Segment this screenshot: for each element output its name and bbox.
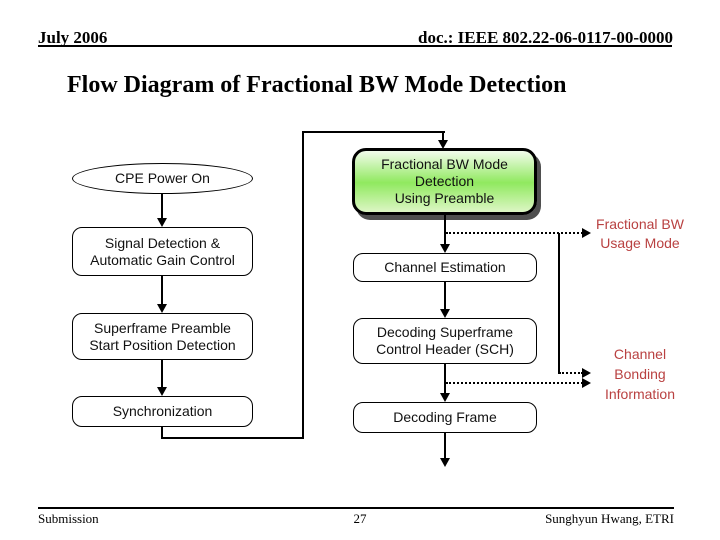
arrow-channel-est-to-sch bbox=[444, 282, 446, 310]
connector-usage-to-bonding bbox=[558, 233, 560, 374]
arrowhead-down-icon bbox=[157, 218, 167, 227]
arrow-decoding-frame-out bbox=[444, 433, 446, 459]
node-fractional-bw-mode-detection: Fractional BW Mode Detection Using Pream… bbox=[352, 148, 537, 215]
arrow-sch-to-decoding-frame bbox=[444, 364, 446, 394]
header-doc-number: doc.: IEEE 802.22-06-0117-00-0000 bbox=[418, 28, 673, 47]
dotted-arrow-bonding-1 bbox=[559, 372, 583, 374]
arrow-superframe-to-sync bbox=[161, 360, 163, 389]
footer-rule bbox=[38, 507, 674, 509]
node-signal-detection-agc: Signal Detection & Automatic Gain Contro… bbox=[72, 227, 253, 276]
arrowhead-down-icon bbox=[438, 140, 448, 149]
arrowhead-down-icon bbox=[440, 458, 450, 467]
label-channel-bonding-information: Channel Bonding Information bbox=[604, 346, 676, 402]
arrowhead-down-icon bbox=[440, 393, 450, 402]
dotted-arrow-usage-mode bbox=[446, 232, 583, 234]
feedback-line-down bbox=[161, 426, 163, 439]
node-decoding-sch: Decoding Superframe Control Header (SCH) bbox=[353, 318, 537, 364]
node-cpe-power-on: CPE Power On bbox=[72, 163, 253, 194]
node-channel-estimation: Channel Estimation bbox=[353, 253, 537, 282]
node-decoding-frame: Decoding Frame bbox=[353, 402, 537, 433]
header-date: July 2006 bbox=[38, 28, 108, 47]
arrowhead-down-icon bbox=[157, 304, 167, 313]
arrow-fbw-to-channel-est bbox=[444, 215, 446, 245]
footer-submission: Submission bbox=[38, 511, 99, 526]
feedback-line-top bbox=[302, 131, 445, 133]
arrow-signal-to-superframe bbox=[161, 276, 163, 306]
arrowhead-down-icon bbox=[440, 309, 450, 318]
node-synchronization: Synchronization bbox=[72, 396, 253, 427]
page-title: Flow Diagram of Fractional BW Mode Detec… bbox=[67, 72, 567, 98]
arrowhead-right-icon bbox=[582, 368, 591, 378]
dotted-arrow-bonding-2 bbox=[446, 382, 583, 384]
arrowhead-down-icon bbox=[157, 387, 167, 396]
arrow-cpe-to-signal bbox=[161, 194, 163, 220]
feedback-line-vertical bbox=[302, 131, 304, 439]
label-fractional-bw-usage-mode: Fractional BW Usage Mode bbox=[596, 216, 684, 251]
node-superframe-preamble-detection: Superframe Preamble Start Position Detec… bbox=[72, 313, 253, 360]
arrowhead-right-icon bbox=[582, 378, 591, 388]
footer-author: Sunghyun Hwang, ETRI bbox=[545, 511, 674, 526]
footer-page-number: 27 bbox=[353, 511, 367, 526]
arrowhead-right-icon bbox=[582, 228, 591, 238]
feedback-line-bottom bbox=[161, 437, 304, 439]
feedback-line-drop bbox=[442, 131, 444, 142]
arrowhead-down-icon bbox=[440, 244, 450, 253]
header-rule bbox=[38, 45, 672, 47]
